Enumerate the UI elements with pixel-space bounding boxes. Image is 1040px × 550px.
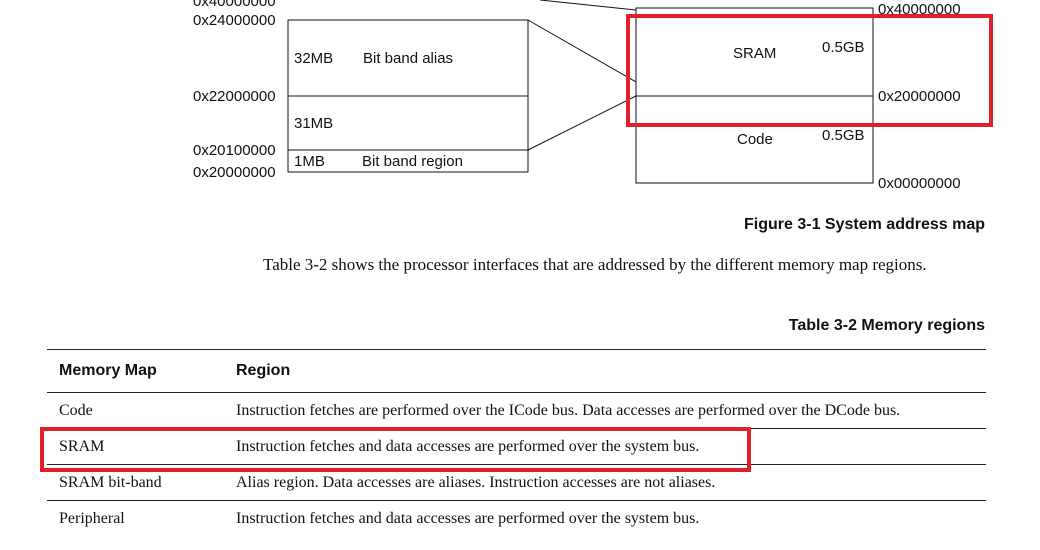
bitband-alias-label: Bit band alias	[363, 50, 453, 67]
middle-block-size: 31MB	[294, 115, 333, 132]
row-memory-map: Peripheral	[59, 509, 125, 527]
address-label-40000000-right: 0x40000000	[878, 1, 961, 18]
table-row: SRAM Instruction fetches and data access…	[47, 429, 986, 465]
code-label: Code	[737, 131, 773, 148]
code-size: 0.5GB	[822, 127, 865, 144]
row-memory-map: SRAM	[59, 437, 105, 455]
row-region: Instruction fetches are performed over t…	[236, 401, 901, 419]
table-row: SRAM bit-band Alias region. Data accesse…	[47, 465, 986, 501]
connector-line-bottom	[527, 95, 637, 151]
table-caption: Table 3-2 Memory regions	[788, 317, 985, 334]
row-region: Instruction fetches and data accesses ar…	[236, 437, 700, 455]
address-label-40000000-left-cut: 0x40000000	[193, 0, 276, 10]
address-label-20000000-right: 0x20000000	[878, 88, 961, 105]
sram-label: SRAM	[733, 45, 776, 62]
row-region: Instruction fetches and data accesses ar…	[236, 509, 700, 527]
row-memory-map: Code	[59, 401, 93, 419]
row-memory-map: SRAM bit-band	[59, 473, 162, 491]
header-memory-map: Memory Map	[47, 349, 236, 393]
figure-caption: Figure 3-1 System address map	[744, 216, 985, 233]
connector-line-cut	[539, 0, 637, 11]
address-label-20000000-left: 0x20000000	[193, 164, 276, 181]
bitband-region-label: Bit band region	[362, 153, 463, 170]
bitband-region-size: 1MB	[294, 153, 325, 170]
connector-line-top	[527, 19, 637, 83]
table-header-row: Memory Map Region	[47, 349, 986, 393]
body-paragraph: Table 3-2 shows the processor interfaces…	[263, 255, 927, 274]
memory-regions-table: Memory Map Region Code Instruction fetch…	[47, 349, 986, 537]
address-label-22000000: 0x22000000	[193, 88, 276, 105]
address-label-00000000: 0x00000000	[878, 175, 961, 192]
address-label-24000000: 0x24000000	[193, 12, 276, 29]
header-region: Region	[236, 349, 986, 393]
system-address-map-diagram: 0x40000000 0x24000000 0x22000000 0x20100…	[193, 0, 961, 192]
bitband-alias-size: 32MB	[294, 50, 333, 67]
address-label-20100000: 0x20100000	[193, 142, 276, 159]
table-row: Peripheral Instruction fetches and data …	[47, 501, 986, 537]
row-region: Alias region. Data accesses are aliases.…	[236, 473, 716, 491]
sram-size: 0.5GB	[822, 39, 865, 56]
table-row: Code Instruction fetches are performed o…	[47, 393, 986, 429]
